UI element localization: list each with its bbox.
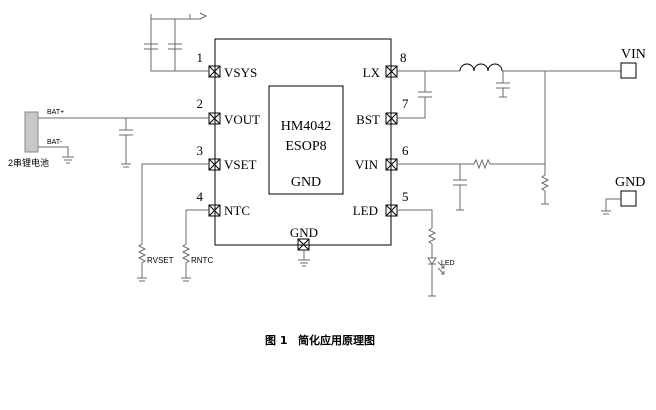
chip-name: HM4042: [281, 119, 332, 134]
pin-5-label: LED: [353, 203, 378, 218]
pin-3-number: 3: [197, 143, 204, 158]
battery-minus-label: BAT-: [47, 139, 63, 146]
chip-label-box: [268, 85, 344, 195]
vin-terminal: VIN: [620, 47, 646, 79]
pin-gnd-label: GND: [290, 225, 318, 240]
lx-network: [397, 63, 621, 205]
chip-package: ESOP8: [285, 139, 326, 154]
vin-network: [397, 158, 545, 211]
pin-2-vout: 2 VOUT: [197, 96, 261, 127]
pin-7-label: BST: [356, 112, 380, 127]
rntc-resistor: RNTC: [181, 209, 213, 282]
vin-terminal-label: VIN: [621, 47, 646, 62]
vout-capacitor: [119, 118, 133, 168]
pin-1-vsys: 1 VSYS: [197, 50, 258, 80]
pin-gnd-bottom: GND: [290, 225, 318, 267]
pin-6-vin: 6 VIN: [355, 143, 409, 172]
pin-6-label: VIN: [355, 157, 379, 172]
pin-2-label: VOUT: [224, 112, 260, 127]
battery-body: [24, 111, 39, 153]
led-label: LED: [441, 260, 455, 267]
pin-4-ntc: 4 NTC: [197, 189, 251, 218]
rntc-label: RNTC: [191, 256, 213, 265]
gnd-terminal: GND: [601, 175, 645, 215]
pin-5-led: 5 LED: [353, 189, 409, 218]
battery-name: 2串锂电池: [8, 157, 49, 168]
pin-1-number: 1: [197, 50, 204, 65]
pin-3-vset: 3 VSET: [197, 143, 257, 172]
battery-plus-label: BAT+: [47, 109, 64, 116]
gnd-terminal-label: GND: [615, 175, 645, 190]
pin-4-number: 4: [197, 189, 204, 204]
figure-number: 图 1: [265, 334, 287, 347]
figure-title: 简化应用原理图: [298, 333, 375, 347]
led-branch: LED: [397, 209, 455, 297]
pin-3-label: VSET: [224, 157, 257, 172]
rvset-label: RVSET: [147, 256, 174, 265]
pin-2-number: 2: [197, 96, 204, 111]
pin-4-label: NTC: [224, 203, 250, 218]
pin-1-label: VSYS: [224, 65, 257, 80]
pin-5-number: 5: [402, 189, 409, 204]
pin-6-number: 6: [402, 143, 409, 158]
battery: BAT+ BAT- 2串锂电池: [8, 109, 209, 168]
pin-8-lx: 8 LX: [363, 50, 407, 80]
rvset-resistor: RVSET: [137, 163, 209, 282]
pin-8-label: LX: [363, 65, 381, 80]
pin-7-number: 7: [402, 96, 409, 111]
vsys-network: [144, 12, 209, 72]
chip-gnd-label: GND: [291, 175, 321, 190]
pin-7-bst: 7 BST: [356, 96, 409, 127]
pin-8-number: 8: [400, 50, 407, 65]
